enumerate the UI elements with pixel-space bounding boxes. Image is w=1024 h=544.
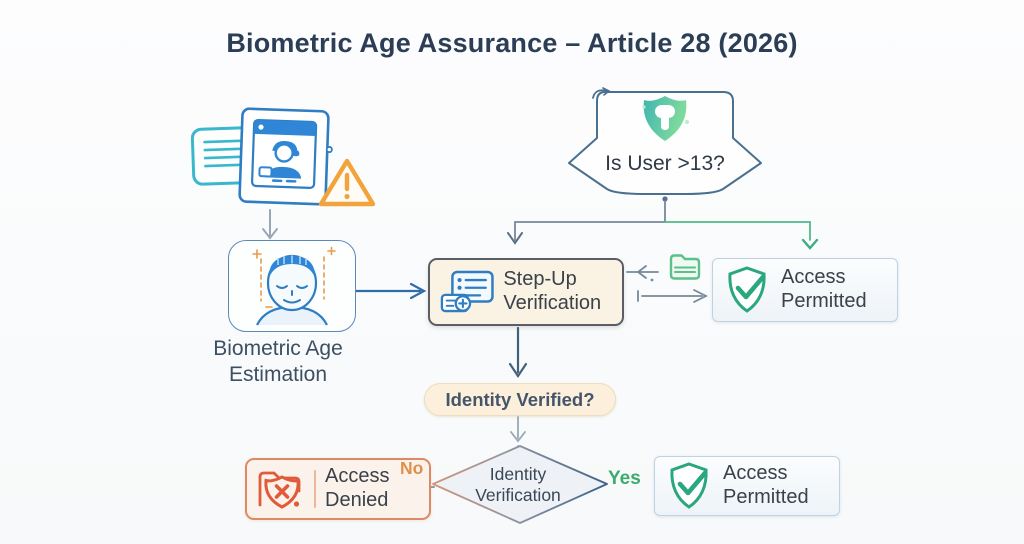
age-gate-label: Is User >13? xyxy=(605,152,725,175)
warning-triangle-icon xyxy=(318,158,376,207)
biometric-age-estimation-node xyxy=(228,240,356,332)
edge-label-yes: Yes xyxy=(608,468,641,489)
access-permitted-bottom-label: Access Permitted xyxy=(723,462,809,508)
access-permitted-top-node: Access Permitted xyxy=(712,258,898,322)
folder-green-icon xyxy=(669,254,701,280)
decision-diamond-label: Identity Verification xyxy=(475,464,561,505)
access-denied-label: Access Denied xyxy=(325,465,390,511)
browser-user-icon xyxy=(238,107,333,206)
biometric-age-estimation-label: Biometric Age Estimation xyxy=(213,337,343,387)
decision-diamond xyxy=(432,445,608,524)
connector-stepup-to-permitted xyxy=(637,289,709,303)
edge-label-no: No xyxy=(400,458,424,478)
connector-stepup-permitted-back xyxy=(626,265,659,282)
step-up-docs-icon xyxy=(440,270,494,313)
access-permitted-bottom-node: Access Permitted xyxy=(654,456,840,516)
face-scan-icon xyxy=(252,246,336,326)
identity-verified-label: Identity Verified? xyxy=(445,388,595,410)
denied-divider xyxy=(314,470,316,508)
connector-gate-split xyxy=(507,196,819,250)
step-up-verification-node: Step-Up Verification xyxy=(428,258,624,326)
step-up-verification-label: Step-Up Verification xyxy=(503,268,602,314)
identity-verified-pill: Identity Verified? xyxy=(424,383,616,416)
access-permitted-top-label: Access Permitted xyxy=(781,266,867,312)
denied-shield-x-icon xyxy=(258,471,301,509)
gate-shield-icon xyxy=(642,96,689,141)
connector-docs-to-biometric xyxy=(262,209,278,240)
shield-check-icon xyxy=(670,462,708,509)
connector-stepup-to-identitycheck xyxy=(508,326,528,378)
shield-check-icon xyxy=(728,266,766,313)
age-gate-shape xyxy=(568,87,762,195)
page-title: Biometric Age Assurance – Article 28 (20… xyxy=(226,28,798,58)
